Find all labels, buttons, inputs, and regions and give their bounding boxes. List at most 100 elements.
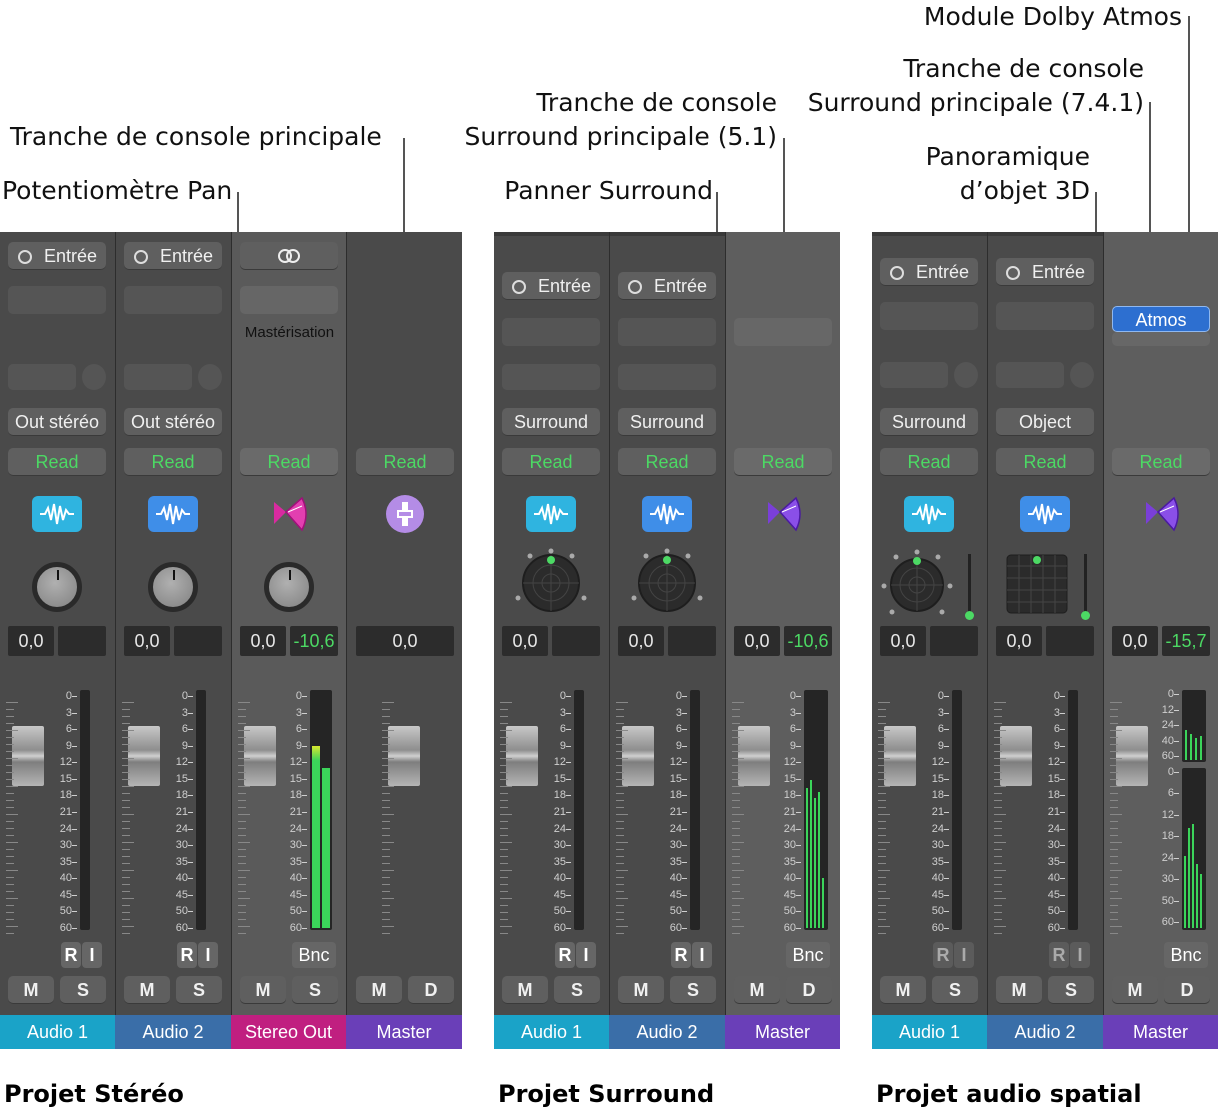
r-button-audio2[interactable]: R <box>671 942 691 968</box>
input-button-audio1[interactable]: Entrée <box>8 242 106 270</box>
mute-button-master[interactable]: M <box>1112 976 1158 1004</box>
object-panner-3d[interactable] <box>1006 554 1068 614</box>
dim-button-master[interactable]: D <box>786 976 832 1004</box>
stereo-link-button[interactable] <box>240 242 338 270</box>
send-slot[interactable] <box>8 364 76 390</box>
surround-panner-audio2[interactable] <box>630 546 704 620</box>
output-button-audio2[interactable]: Out stéréo <box>124 408 222 436</box>
audio-waveform-icon[interactable] <box>642 496 692 532</box>
automation-read-audio1[interactable]: Read <box>502 448 600 476</box>
volume-fader-stereo-out[interactable] <box>244 726 276 786</box>
automation-read-stereo-out[interactable]: Read <box>240 448 338 476</box>
send-slot[interactable] <box>502 364 600 390</box>
mute-button-audio2[interactable]: M <box>618 976 664 1004</box>
track-name-audio1[interactable]: Audio 1 <box>494 1015 609 1049</box>
i-button-audio1[interactable]: I <box>954 942 974 968</box>
output-button-audio1[interactable]: Out stéréo <box>8 408 106 436</box>
mute-button-audio1[interactable]: M <box>880 976 926 1004</box>
pan-knob-audio2[interactable] <box>148 562 198 612</box>
send-knob-slot[interactable] <box>1070 362 1094 388</box>
insert-slot[interactable] <box>734 318 832 346</box>
audio-waveform-icon[interactable] <box>148 496 198 532</box>
audio-waveform-icon[interactable] <box>32 496 82 532</box>
r-button-audio1[interactable]: R <box>61 942 81 968</box>
bounce-button-master[interactable]: Bnc <box>1164 942 1208 968</box>
master-volume-icon[interactable] <box>383 494 427 534</box>
mute-button-audio2[interactable]: M <box>996 976 1042 1004</box>
automation-read-audio2[interactable]: Read <box>124 448 222 476</box>
insert-slot[interactable] <box>240 286 338 314</box>
track-name-audio2[interactable]: Audio 2 <box>609 1015 725 1049</box>
send-slot[interactable] <box>618 364 716 390</box>
r-button-audio2[interactable]: R <box>177 942 197 968</box>
pan-knob-audio1[interactable] <box>32 562 82 612</box>
solo-button-audio2[interactable]: S <box>176 976 222 1004</box>
automation-read-master[interactable]: Read <box>734 448 832 476</box>
input-button-audio2[interactable]: Entrée <box>618 272 716 300</box>
i-button-audio2[interactable]: I <box>1070 942 1090 968</box>
mute-button-master[interactable]: M <box>734 976 780 1004</box>
mute-button-audio1[interactable]: M <box>502 976 548 1004</box>
bounce-button-master[interactable]: Bnc <box>786 942 830 968</box>
volume-fader-audio1[interactable] <box>12 726 44 786</box>
insert-slot[interactable] <box>996 302 1094 330</box>
automation-read-master[interactable]: Read <box>1112 448 1210 476</box>
i-button-audio2[interactable]: I <box>692 942 712 968</box>
mute-button-master[interactable]: M <box>356 976 402 1004</box>
volume-fader-audio1[interactable] <box>884 726 916 786</box>
height-slider-audio2[interactable] <box>1081 554 1090 620</box>
insert-slot[interactable] <box>880 302 978 330</box>
volume-fader-audio2[interactable] <box>622 726 654 786</box>
insert-slot[interactable] <box>1112 332 1210 346</box>
dim-button-master[interactable]: D <box>408 976 454 1004</box>
automation-read-audio1[interactable]: Read <box>8 448 106 476</box>
height-slider-audio1[interactable] <box>965 554 974 620</box>
track-name-audio1[interactable]: Audio 1 <box>872 1015 987 1049</box>
volume-fader-master[interactable] <box>738 726 770 786</box>
audio-waveform-icon[interactable] <box>1020 496 1070 532</box>
volume-fader-audio1[interactable] <box>506 726 538 786</box>
send-knob-slot[interactable] <box>954 362 978 388</box>
input-button-audio1[interactable]: Entrée <box>502 272 600 300</box>
solo-button-audio2[interactable]: S <box>670 976 716 1004</box>
automation-read-audio2[interactable]: Read <box>996 448 1094 476</box>
output-button-audio1[interactable]: Surround <box>502 408 600 436</box>
bounce-button-stereo-out[interactable]: Bnc <box>292 942 336 968</box>
output-button-audio1[interactable]: Surround <box>880 408 978 436</box>
solo-button-audio1[interactable]: S <box>554 976 600 1004</box>
insert-slot[interactable] <box>8 286 106 314</box>
audio-waveform-icon[interactable] <box>526 496 576 532</box>
insert-slot[interactable] <box>502 318 600 346</box>
pan-knob-stereo-out[interactable] <box>264 562 314 612</box>
send-slot[interactable] <box>996 362 1064 388</box>
mute-button-audio2[interactable]: M <box>124 976 170 1004</box>
input-button-audio1[interactable]: Entrée <box>880 258 978 286</box>
mute-button-stereo-out[interactable]: M <box>240 976 286 1004</box>
insert-slot[interactable] <box>124 286 222 314</box>
surround-panner-audio1[interactable] <box>880 548 954 622</box>
i-button-audio2[interactable]: I <box>198 942 218 968</box>
track-name-audio2[interactable]: Audio 2 <box>987 1015 1103 1049</box>
track-name-master[interactable]: Master <box>346 1015 462 1049</box>
solo-button-stereo-out[interactable]: S <box>292 976 338 1004</box>
input-button-audio2[interactable]: Entrée <box>124 242 222 270</box>
automation-read-audio1[interactable]: Read <box>880 448 978 476</box>
dim-button-master[interactable]: D <box>1164 976 1210 1004</box>
speaker-icon[interactable] <box>758 494 808 534</box>
track-name-audio1[interactable]: Audio 1 <box>0 1015 115 1049</box>
output-button-audio2[interactable]: Object <box>996 408 1094 436</box>
volume-fader-audio2[interactable] <box>1000 726 1032 786</box>
surround-panner-audio1[interactable] <box>514 546 588 620</box>
track-name-audio2[interactable]: Audio 2 <box>115 1015 231 1049</box>
atmos-plugin-button[interactable]: Atmos <box>1112 306 1210 332</box>
r-button-audio1[interactable]: R <box>933 942 953 968</box>
send-knob-slot[interactable] <box>82 364 106 390</box>
volume-fader-master[interactable] <box>388 726 420 786</box>
speaker-icon[interactable] <box>264 494 314 534</box>
automation-read-master[interactable]: Read <box>356 448 454 476</box>
audio-waveform-icon[interactable] <box>904 496 954 532</box>
r-button-audio2[interactable]: R <box>1049 942 1069 968</box>
speaker-icon[interactable] <box>1136 494 1186 534</box>
send-knob-slot[interactable] <box>198 364 222 390</box>
track-name-master[interactable]: Master <box>725 1015 840 1049</box>
